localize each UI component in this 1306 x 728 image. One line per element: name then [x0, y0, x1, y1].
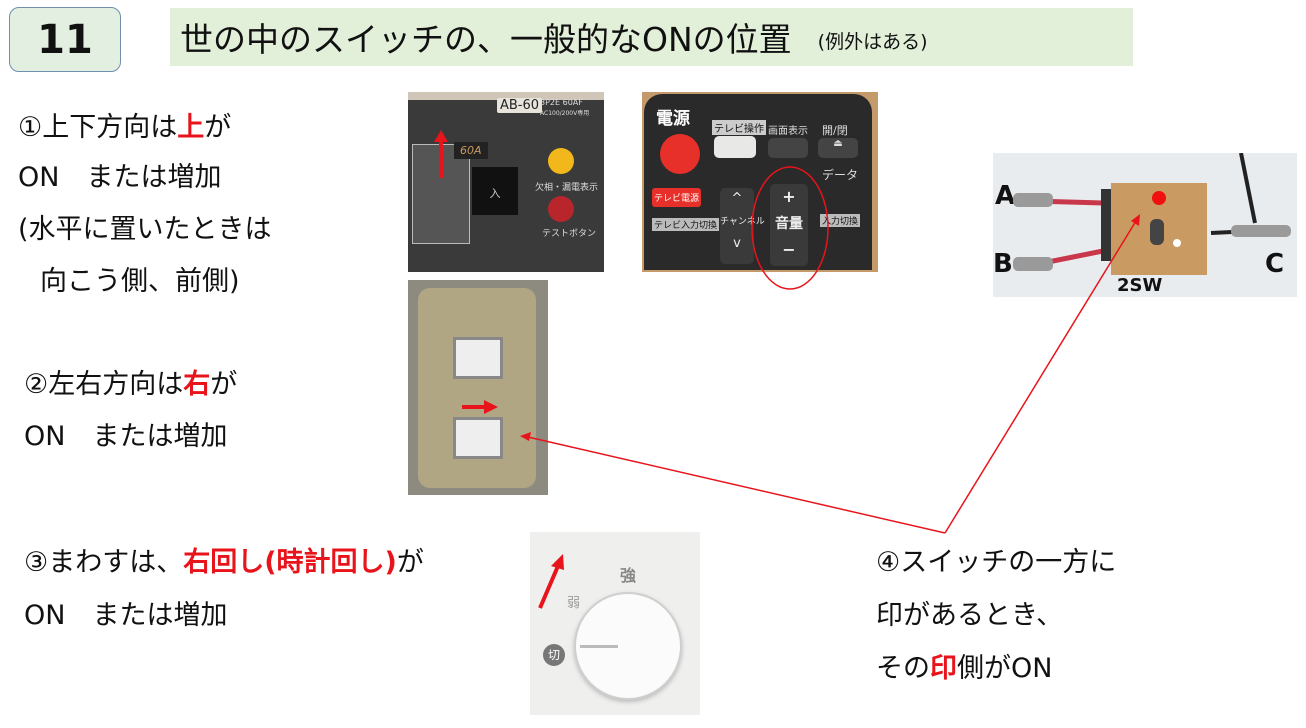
item4-suffix: 側がON	[957, 653, 1053, 684]
item4-line1: ④スイッチの一方に	[876, 547, 1117, 578]
up-arrow-icon	[434, 130, 448, 178]
toggle-switch-photo: A B C 2SW	[993, 153, 1297, 297]
remote-tvop-button	[714, 136, 756, 158]
dial-off-label: 切	[543, 644, 565, 666]
wall-strip	[408, 92, 604, 100]
remote-power-label: 電源	[656, 109, 690, 129]
item3-line2: ON または増加	[24, 600, 228, 631]
item1-line3: (水平に置いたときは	[18, 214, 272, 245]
remote-open-label: 開/閉	[822, 124, 848, 137]
item4-prefix: その	[876, 653, 930, 684]
toggle-lever	[1150, 219, 1164, 245]
slide-title: 世の中のスイッチの、一般的なONの位置	[180, 20, 792, 59]
item3-suffix: が	[396, 547, 424, 578]
indicator-lamp	[548, 148, 574, 174]
remote-tvinput-label: テレビ入力切換	[652, 218, 720, 231]
item2-line1: ②左右方向は右が	[24, 368, 237, 402]
breaker-voltage: AC100/200V専用	[540, 110, 590, 117]
lower-rocker-switch	[453, 417, 503, 459]
item4-line3: その印側がON	[876, 652, 1052, 686]
title-bar: 世の中のスイッチの、一般的なONの位置 (例外はある)	[170, 8, 1133, 66]
dial-strong-label: 強	[620, 566, 637, 585]
item2-prefix: ②左右方向は	[24, 369, 184, 400]
remote-tvop-label: テレビ操作	[712, 120, 766, 135]
breaker-handle: 60A	[454, 142, 488, 159]
callout-line-wall-switch	[527, 436, 946, 534]
volume-rocker: +音量−	[770, 184, 808, 266]
off-mark-dot	[1173, 239, 1181, 247]
item1-line2: ON または増加	[18, 162, 222, 193]
terminal-c-label: C	[1265, 249, 1285, 279]
clockwise-arrow-icon	[538, 554, 564, 609]
item2-highlight: 右	[183, 369, 211, 400]
breaker-test-label: テストボタン	[542, 229, 597, 239]
item1-highlight: 上	[177, 112, 205, 143]
upper-rocker-switch	[453, 337, 503, 379]
remote-input-label: 入力切換	[820, 214, 861, 227]
slide-subtitle: (例外はある)	[817, 30, 928, 53]
terminal-a-label: A	[995, 181, 1016, 211]
slide-number: 11	[9, 7, 121, 72]
item2-suffix: が	[210, 369, 238, 400]
item1-line1: ①上下方向は上が	[18, 111, 231, 145]
dial-pointer	[580, 645, 618, 648]
wall-switch-photo	[408, 280, 548, 495]
remote-data-label: データ	[822, 168, 859, 182]
switch-name-label: 2SW	[1117, 275, 1163, 296]
remote-photo: 電源 テレビ操作 画面表示 開/閉 ⏏ データ テレビ電源 テレビ入力切換 ^チ…	[642, 92, 878, 272]
dial-photo: 強 弱 切	[530, 532, 700, 715]
remote-volume-label: 音量	[775, 216, 803, 232]
item3-highlight: 右回し(時計回し)	[183, 547, 397, 578]
dial-weak-label: 弱	[567, 596, 581, 611]
test-button	[548, 196, 574, 222]
item2-line2: ON または増加	[24, 421, 228, 452]
breaker-model: AB-60	[497, 98, 543, 113]
remote-screen-label: 画面表示	[768, 126, 808, 137]
item1-prefix: ①上下方向は	[18, 112, 178, 143]
breaker-rating: 3P2E 60AF	[540, 98, 583, 107]
remote-channel-label: チャンネル	[720, 217, 765, 227]
remote-tvpower-button: テレビ電源	[652, 188, 702, 207]
on-mark-dot	[1152, 191, 1166, 205]
remote-power-button	[660, 134, 700, 174]
breaker-photo: AB-60 3P2E 60AF AC100/200V専用 60A 入 欠相・漏電…	[408, 92, 604, 272]
item1-suffix: が	[204, 112, 232, 143]
item3-line1: ③まわすは、右回し(時計回し)が	[24, 546, 424, 580]
breaker-on-label: 入	[472, 167, 518, 215]
eject-icon: ⏏	[818, 138, 858, 158]
remote-screen-button	[768, 138, 808, 158]
right-arrow-icon	[462, 400, 498, 414]
item1-line4: 向こう側、前側)	[40, 266, 240, 297]
breaker-indicator-label: 欠相・漏電表示	[535, 183, 599, 193]
item4-highlight: 印	[930, 653, 957, 684]
item3-prefix: ③まわすは、	[24, 547, 184, 578]
item4-line2: 印があるとき、	[876, 600, 1064, 631]
